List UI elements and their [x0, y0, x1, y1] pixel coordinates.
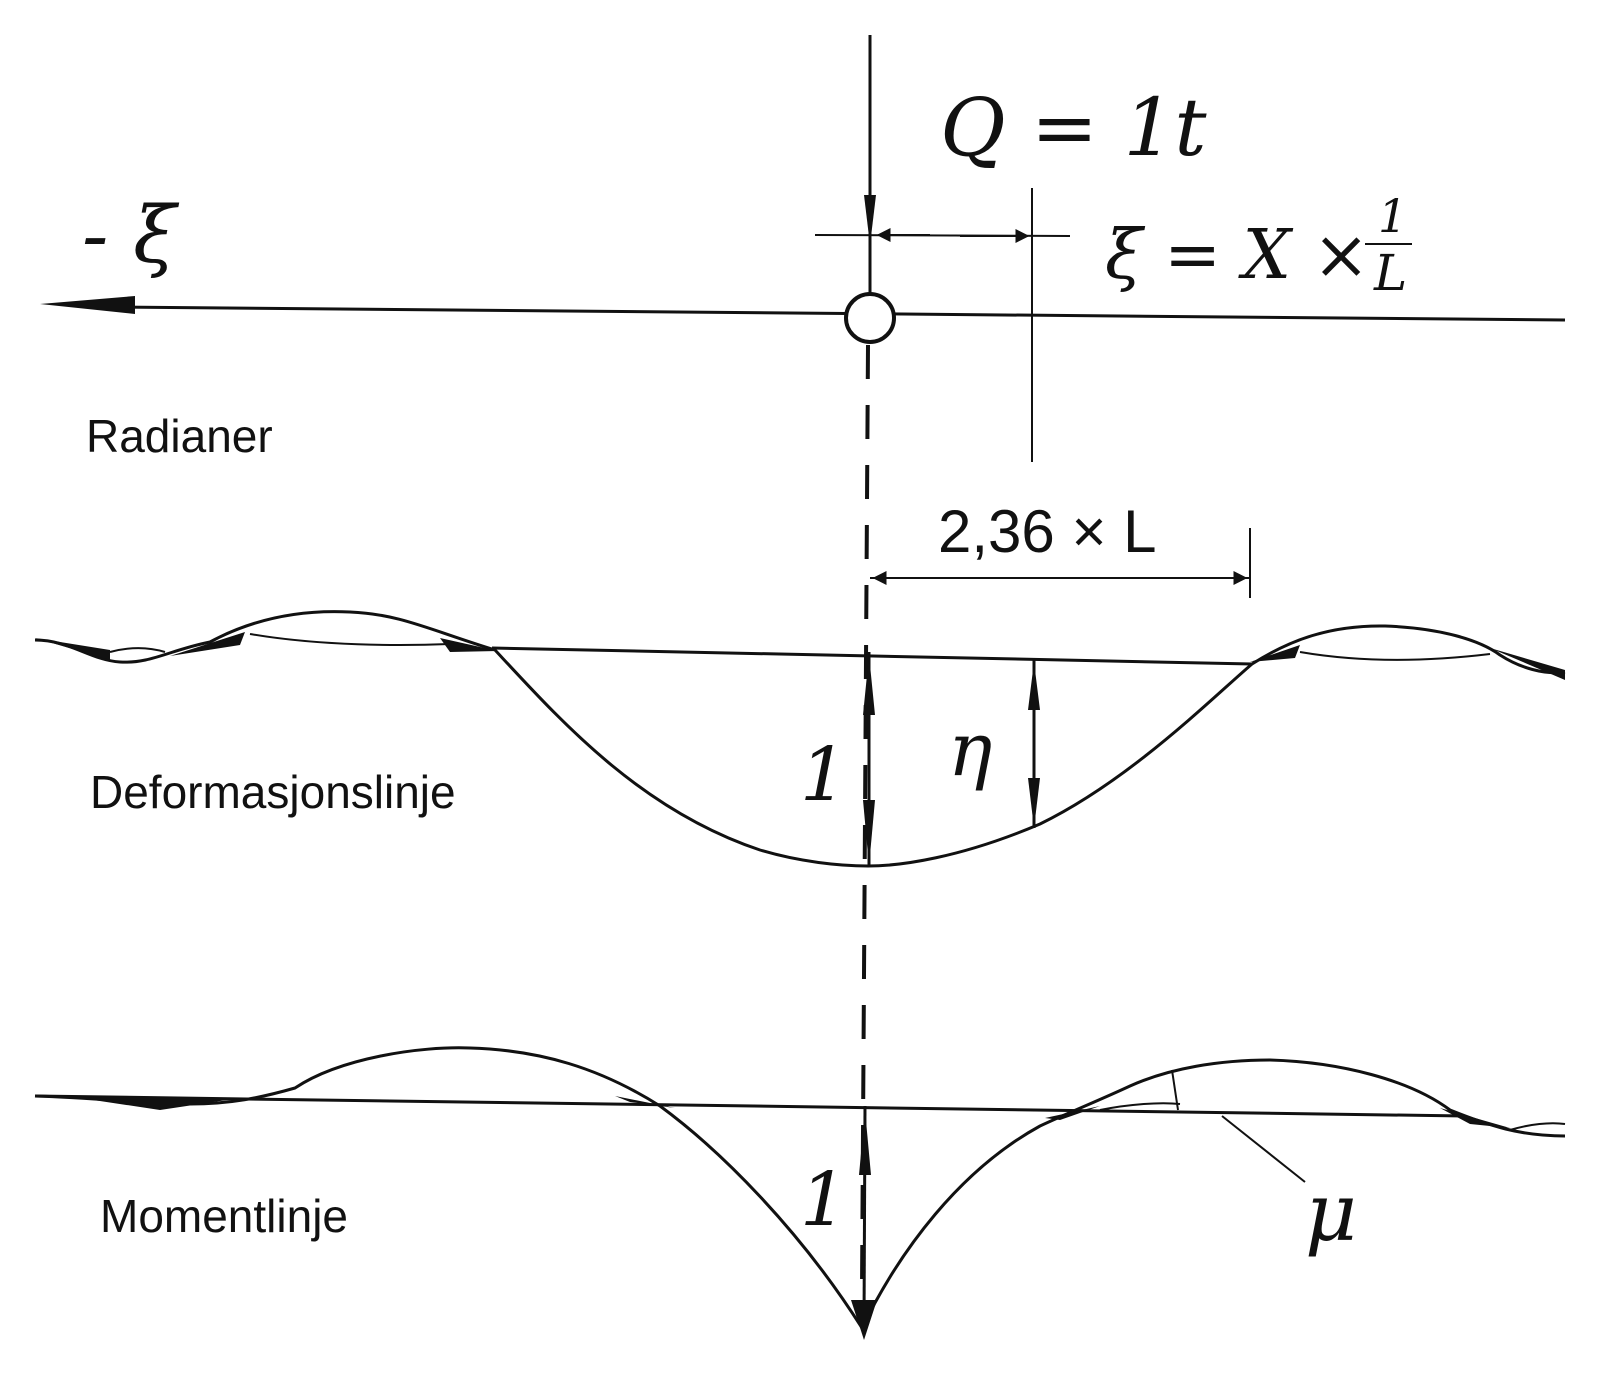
distance-label: 2,36 × L — [938, 498, 1157, 565]
xi-definition-label: ξ = X × — [1105, 216, 1370, 295]
radianer-label: Radianer — [86, 410, 273, 462]
eta-arrow-up — [1028, 662, 1040, 710]
xi-axis-line — [119, 305, 1566, 322]
unit-moment-arrow-down — [851, 1300, 877, 1340]
deformasjonslinje-label: Deformasjonslinje — [90, 766, 456, 818]
fraction-denominator: L — [1373, 244, 1407, 302]
moment-section: 1 μ Momentlinje — [34, 1046, 1566, 1340]
neg-xi-label: - ξ — [82, 191, 180, 281]
mu-label: μ — [1305, 1166, 1357, 1259]
deformation-lobe-chord-3 — [1299, 651, 1491, 661]
deformation-node-1 — [35, 638, 110, 660]
deformation-section: 2,36 × L 1 η Deformasjonslinje — [34, 498, 1566, 868]
momentlinje-label: Momentlinje — [100, 1190, 348, 1242]
radian-axis: - ξ ξ = X × 1 L Radianer — [40, 188, 1566, 462]
deformation-node-5 — [1490, 648, 1565, 680]
deformation-lobe-chord-1 — [109, 647, 166, 653]
load-label: Q = 1t — [940, 81, 1207, 174]
load-point-circle — [844, 292, 896, 344]
moment-node-1 — [80, 1098, 240, 1110]
load-section: Q = 1t — [864, 35, 1207, 300]
moment-lobe-chord-2 — [1509, 1122, 1566, 1131]
moment-curve — [34, 1046, 1566, 1332]
moment-lobe-divider — [1171, 1069, 1179, 1111]
moment-node-3 — [1045, 1106, 1100, 1120]
deformation-node-2 — [170, 632, 245, 656]
xi-dimension-line — [814, 234, 1071, 237]
unit-deflection-label: 1 — [800, 732, 847, 818]
mu-leader-line — [1221, 1115, 1306, 1183]
eta-label: η — [948, 707, 992, 793]
moment-node-2 — [615, 1096, 675, 1108]
deformation-node-3 — [440, 638, 498, 652]
unit-deflection-arrow-up — [863, 655, 875, 715]
deformation-curve — [34, 610, 1566, 868]
moment-baseline — [34, 1094, 1466, 1118]
fraction-numerator: 1 — [1378, 189, 1407, 243]
unit-deflection-arrow-down — [863, 800, 875, 866]
unit-moment-label: 1 — [800, 1157, 847, 1243]
unit-moment-arrow-up — [859, 1110, 871, 1175]
deformation-lobe-chord-2 — [249, 633, 451, 646]
deformation-node-4 — [1250, 645, 1300, 662]
load-arrowhead — [864, 195, 876, 245]
eta-arrow-down — [1028, 778, 1040, 828]
deformation-baseline — [491, 646, 1253, 666]
xi-axis-arrowhead — [40, 296, 135, 314]
moment-lobe-chord-1 — [1099, 1102, 1181, 1111]
moment-node-4 — [1440, 1108, 1510, 1128]
